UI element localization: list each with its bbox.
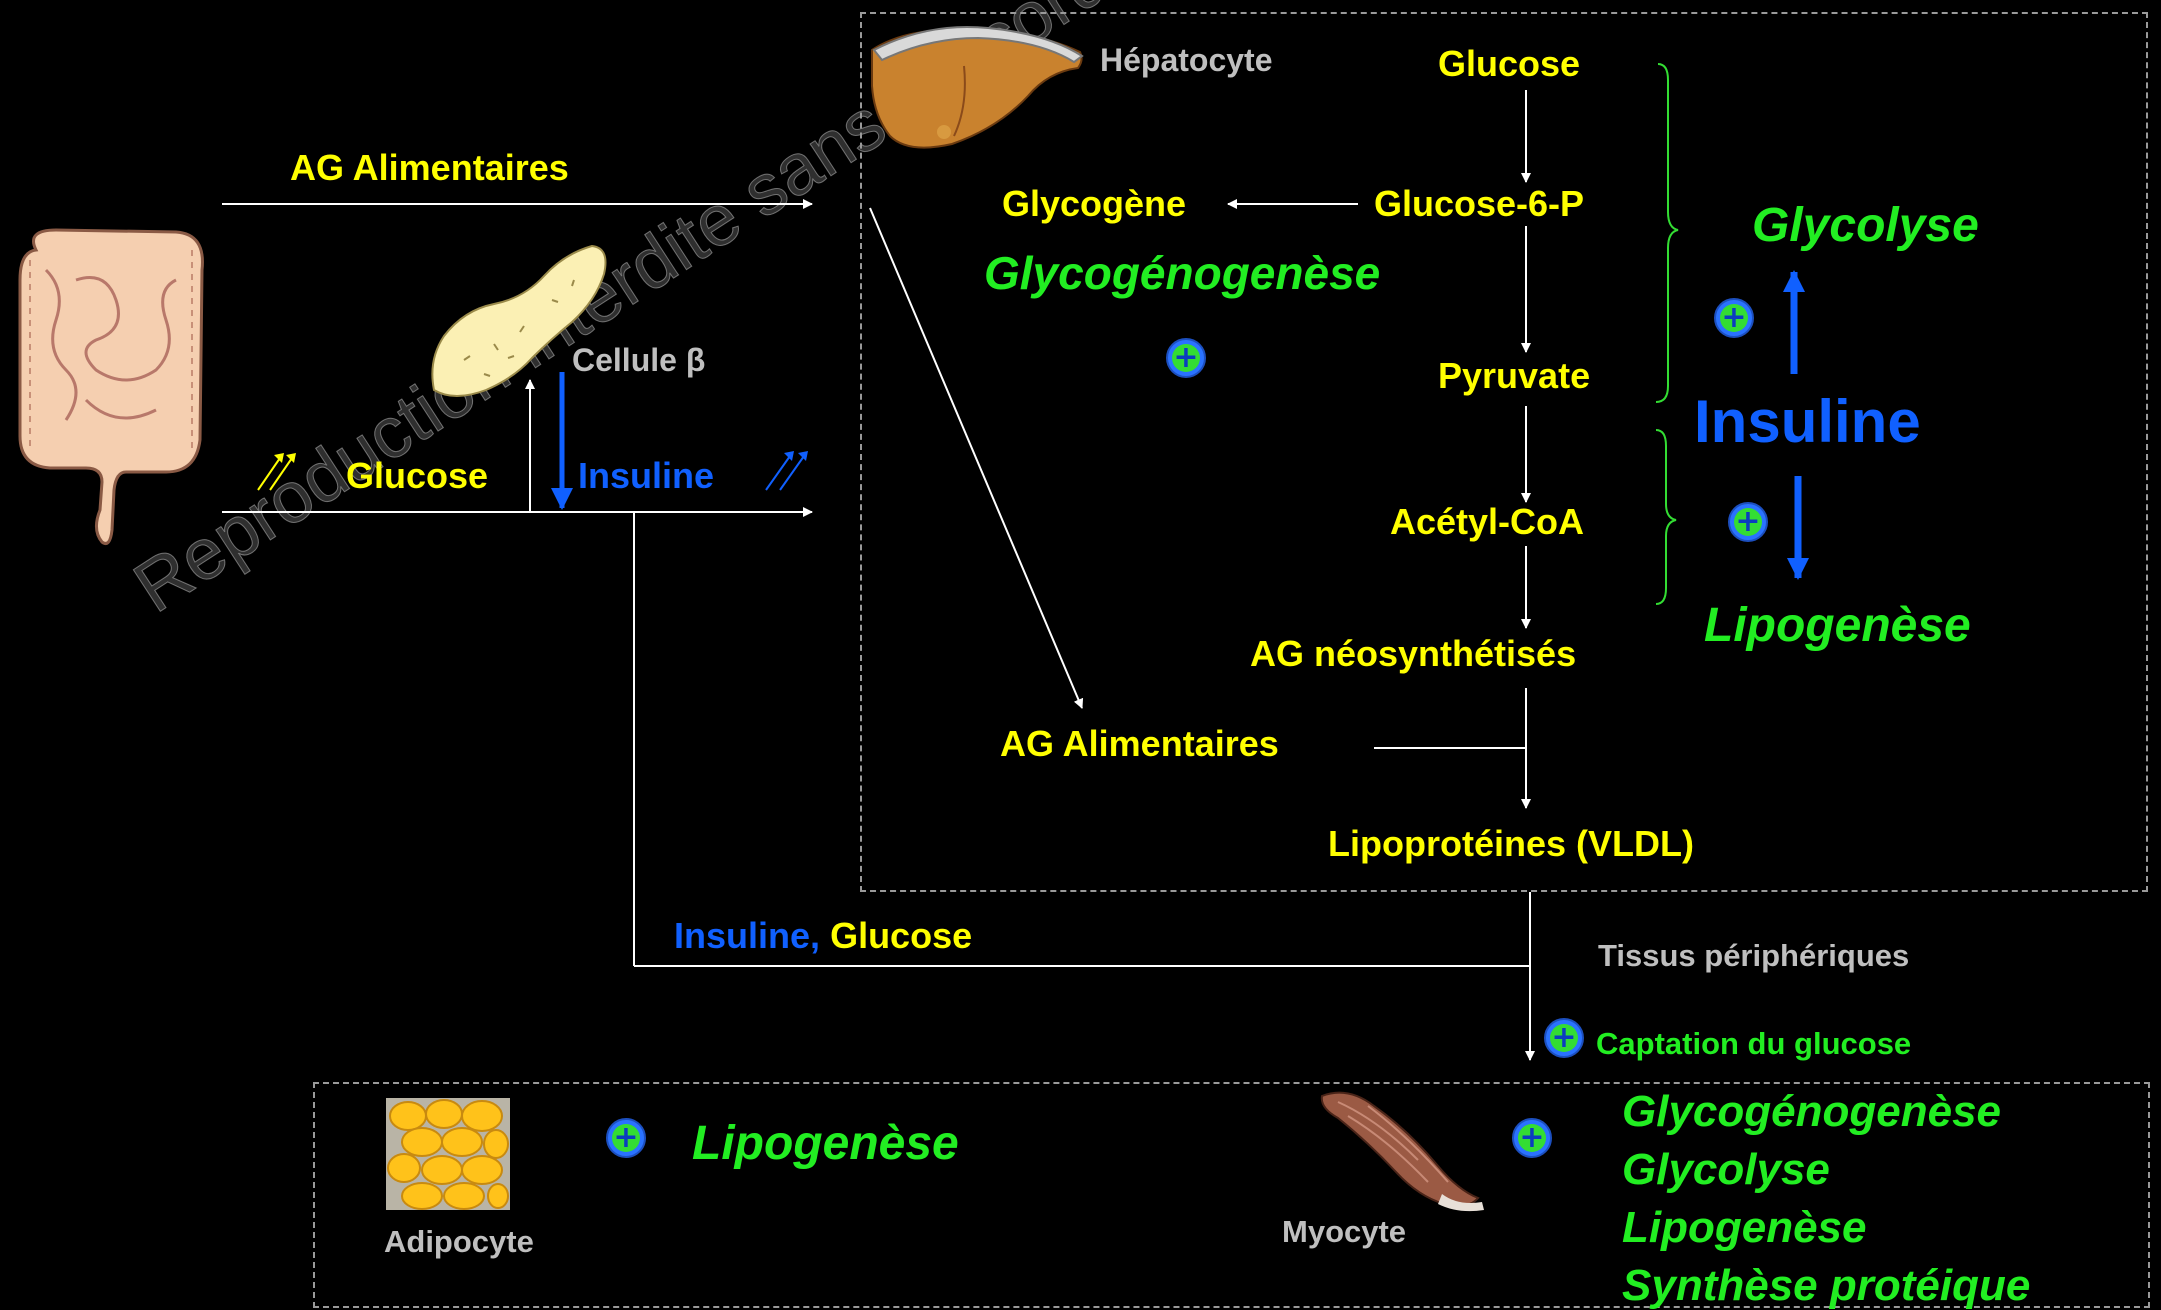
glucose-word: Glucose [830,915,972,956]
vldl-label: Lipoprotéines (VLDL) [1328,826,1694,862]
intestine-image [6,210,216,550]
muscle-effect-1: Glycogénogenèse [1622,1090,2001,1134]
pyruvate-label: Pyruvate [1438,358,1590,394]
glucose-6-p-label: Glucose-6-P [1374,186,1584,222]
glycogene-label: Glycogène [1002,186,1186,222]
ag-neosynthetises-label: AG néosynthétisés [1250,636,1576,672]
liver-image [868,16,1094,156]
muscle-effect-2: Glycolyse [1622,1148,1830,1192]
hepatocyte-label: Hépatocyte [1100,44,1273,76]
comma: , [810,915,820,956]
myocyte-label: Myocyte [1282,1216,1406,1247]
muscle-image [1318,1086,1486,1216]
ag-alimentaires-label: AG Alimentaires [290,150,569,186]
glucose-label: Glucose [346,458,488,494]
captation-glucose-label: Captation du glucose [1596,1028,1911,1059]
glycolyse-label: Glycolyse [1752,202,1979,250]
insuline-label: Insuline [578,458,714,494]
double-up-arrow-icon [258,453,296,490]
cellule-beta-label: Cellule β [572,344,705,376]
adipocyte-image [386,1098,510,1210]
tissus-peripheriques-label: Tissus périphériques [1598,940,1909,971]
pancreas-image [424,240,614,405]
plus-icon [606,1118,646,1158]
plus-icon [1166,338,1206,378]
plus-icon [1544,1018,1584,1058]
insuline-big-label: Insuline [1694,392,1921,452]
muscle-effect-4: Synthèse protéique [1622,1264,2030,1308]
plus-icon [1512,1118,1552,1158]
adipocyte-label: Adipocyte [384,1226,534,1257]
acetyl-coa-label: Acétyl-CoA [1390,504,1584,540]
muscle-effect-3: Lipogenèse [1622,1206,1867,1250]
ag-alimentaires-liver-label: AG Alimentaires [1000,726,1279,762]
double-up-arrow-icon [766,451,808,490]
insuline-word: Insuline [674,915,810,956]
liver-glucose-label: Glucose [1438,46,1580,82]
plus-icon [1728,502,1768,542]
lipogenese-adipocyte-label: Lipogenèse [692,1120,959,1168]
glycogenogenese-label: Glycogénogenèse [984,250,1380,296]
plus-icon [1714,298,1754,338]
lipogenese-liver-label: Lipogenèse [1704,602,1971,650]
insuline-glucose-label: Insuline, Glucose [674,918,972,954]
